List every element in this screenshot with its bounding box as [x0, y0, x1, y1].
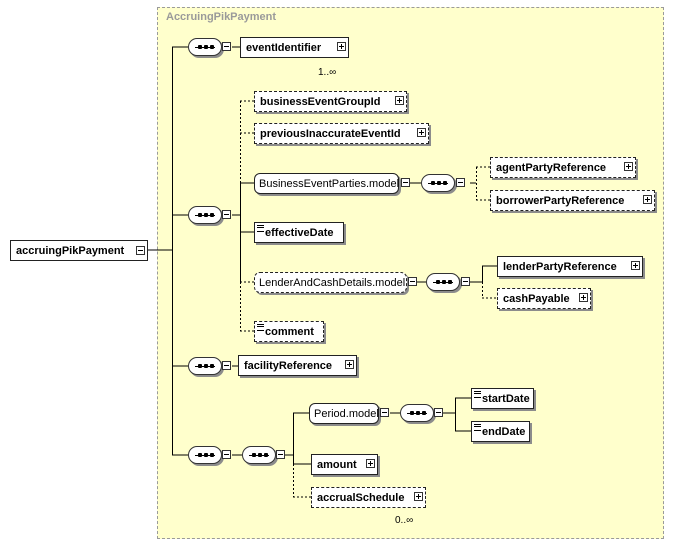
element-end-date[interactable]: endDate: [471, 421, 530, 442]
expand-icon[interactable]: [631, 261, 640, 270]
expand-icon[interactable]: [395, 96, 404, 105]
element-label: lenderPartyReference: [503, 260, 617, 273]
element-cash-payable[interactable]: cashPayable: [497, 288, 591, 309]
element-facility-reference[interactable]: facilityReference: [238, 355, 357, 376]
element-label: startDate: [482, 392, 530, 405]
element-amount[interactable]: amount: [311, 454, 378, 475]
collapse-icon[interactable]: [408, 277, 417, 286]
element-label: facilityReference: [244, 359, 333, 372]
collapse-icon[interactable]: [276, 450, 285, 459]
expand-icon[interactable]: [337, 42, 346, 51]
collapse-icon[interactable]: [222, 210, 231, 219]
expand-icon[interactable]: [643, 195, 652, 204]
sequence-compositor-bep: [421, 174, 455, 192]
collapse-icon[interactable]: [222, 361, 231, 370]
sequence-compositor-1: [188, 38, 222, 56]
group-label: BusinessEventParties.model: [259, 177, 400, 190]
collapse-icon[interactable]: [434, 408, 443, 417]
element-comment[interactable]: comment: [254, 321, 324, 342]
cardinality-label: 1..∞: [318, 67, 337, 78]
collapse-icon[interactable]: [222, 450, 231, 459]
collapse-icon[interactable]: [456, 178, 465, 187]
root-element[interactable]: accruingPikPayment: [10, 240, 148, 261]
element-label: effectiveDate: [265, 226, 334, 239]
element-label: agentPartyReference: [496, 161, 607, 174]
element-label: borrowerPartyReference: [496, 194, 625, 207]
sequence-compositor-lacd: [426, 273, 460, 291]
group-title: AccruingPikPayment: [166, 11, 277, 23]
element-agent-party-reference[interactable]: agentPartyReference: [490, 157, 636, 178]
sequence-compositor-period: [400, 404, 434, 422]
element-borrower-party-reference[interactable]: borrowerPartyReference: [490, 190, 655, 211]
element-label: eventIdentifier: [246, 41, 322, 54]
element-accrual-schedule[interactable]: accrualSchedule: [311, 487, 429, 511]
expand-icon[interactable]: [624, 162, 633, 171]
element-label: previousInaccurateEventId: [260, 127, 401, 140]
expand-icon[interactable]: [579, 293, 588, 302]
group-business-event-parties-model[interactable]: BusinessEventParties.model: [254, 173, 399, 194]
sequence-compositor-2: [188, 206, 222, 224]
element-label: comment: [265, 325, 314, 338]
element-label: businessEventGroupId: [260, 95, 381, 108]
element-label: cashPayable: [503, 292, 570, 305]
collapse-icon[interactable]: [136, 246, 145, 255]
sequence-compositor-5: [242, 446, 276, 464]
group-period-model[interactable]: Period.model: [309, 403, 379, 424]
group-lender-and-cash-details-model[interactable]: LenderAndCashDetails.model: [254, 272, 407, 293]
expand-icon[interactable]: [414, 492, 423, 501]
element-event-identifier[interactable]: eventIdentifier: [240, 37, 352, 61]
expand-icon[interactable]: [417, 128, 426, 137]
simple-type-icon: [257, 225, 264, 232]
element-business-event-group-id[interactable]: businessEventGroupId: [254, 91, 407, 112]
element-effective-date[interactable]: effectiveDate: [254, 222, 344, 243]
expand-icon[interactable]: [345, 360, 354, 369]
element-start-date[interactable]: startDate: [471, 388, 534, 409]
simple-type-icon: [474, 391, 481, 398]
group-label: LenderAndCashDetails.model: [259, 276, 406, 289]
element-lender-party-reference[interactable]: lenderPartyReference: [497, 256, 643, 277]
group-label: Period.model: [314, 407, 379, 420]
element-label: endDate: [482, 425, 526, 438]
collapse-icon[interactable]: [380, 408, 389, 417]
collapse-icon[interactable]: [222, 42, 231, 51]
sequence-compositor-4: [188, 446, 222, 464]
element-label: amount: [317, 458, 357, 471]
collapse-icon[interactable]: [461, 277, 470, 286]
simple-type-icon: [257, 324, 264, 331]
cardinality-label: 0..∞: [395, 515, 414, 526]
simple-type-icon: [474, 424, 481, 431]
element-label: accrualSchedule: [317, 491, 405, 504]
expand-icon[interactable]: [366, 459, 375, 468]
root-element-label: accruingPikPayment: [16, 244, 125, 257]
sequence-compositor-3: [188, 357, 222, 375]
element-previous-inaccurate-event-id[interactable]: previousInaccurateEventId: [254, 123, 429, 144]
collapse-icon[interactable]: [401, 178, 410, 187]
